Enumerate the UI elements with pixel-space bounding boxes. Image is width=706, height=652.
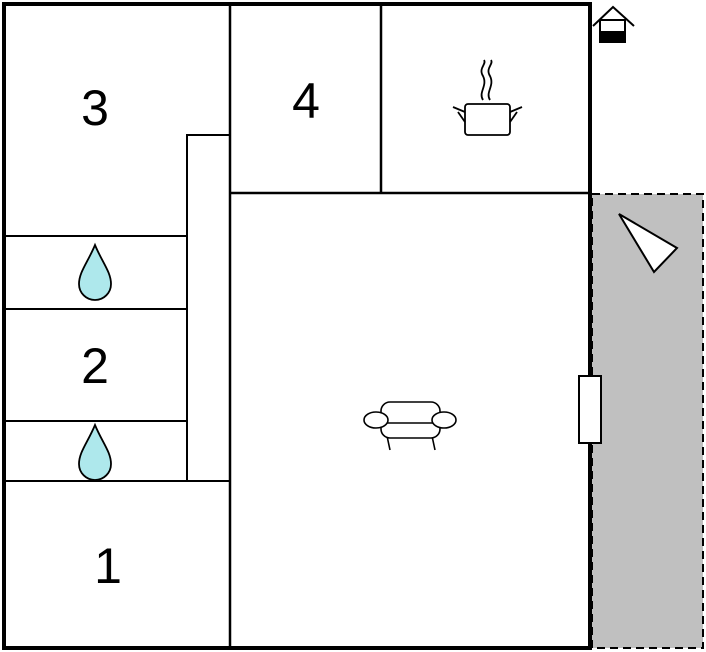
water-drop-icon: [78, 242, 112, 301]
room-number-2: 2: [81, 338, 109, 394]
room-number-4: 4: [292, 73, 320, 129]
cooking-pot-icon: [452, 59, 523, 136]
interior-walls: [4, 4, 590, 648]
terrace: [591, 193, 704, 649]
room-number-1: 1: [94, 538, 122, 594]
sofa-icon: [363, 401, 457, 451]
water-drop-icon: [78, 422, 112, 481]
terrace-corner-icon: [618, 213, 679, 274]
terrace-area: [591, 193, 704, 649]
house-entrance-icon: [592, 5, 635, 43]
outer-walls: [2, 2, 592, 650]
room-number-3: 3: [81, 80, 109, 136]
door: [578, 375, 602, 444]
